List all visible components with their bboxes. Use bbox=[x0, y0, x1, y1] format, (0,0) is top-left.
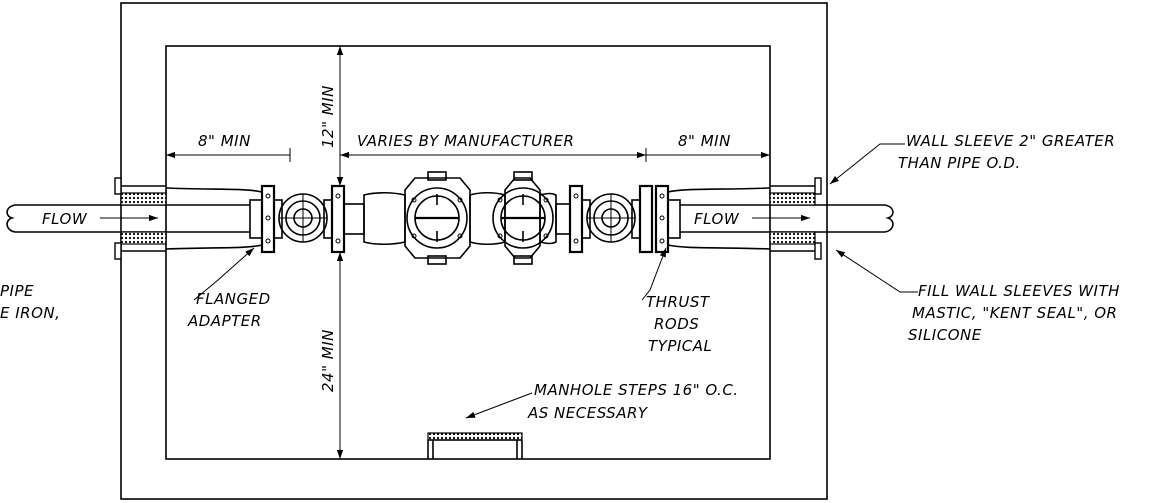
callout-thrust-rods: THRUST RODS TYPICAL bbox=[641, 247, 712, 355]
flanged-line-2: ADAPTER bbox=[187, 312, 262, 330]
fill-sleeve-line-3: SILICONE bbox=[908, 326, 982, 344]
right-wall-sleeve bbox=[769, 177, 822, 260]
left-wall-sleeve bbox=[114, 177, 167, 260]
flow-arrow-left: FLOW bbox=[42, 210, 158, 228]
callout-flanged-adapter: FLANGED ADAPTER bbox=[187, 247, 271, 330]
callout-manhole-steps: MANHOLE STEPS 16" O.C. AS NECESSARY bbox=[465, 381, 739, 422]
manhole-steps bbox=[427, 432, 523, 459]
vault-outer-wall bbox=[120, 2, 828, 500]
pipe-line-1: PIPE bbox=[0, 282, 34, 300]
wall-sleeve-line-2: THAN PIPE O.D. bbox=[898, 154, 1021, 172]
flow-arrow-right: FLOW bbox=[694, 210, 810, 228]
check-valve-body-1 bbox=[404, 171, 471, 265]
callout-fill-sleeves: FILL WALL SLEEVES WITH MASTIC, "KENT SEA… bbox=[835, 249, 1120, 344]
flow-left-label: FLOW bbox=[42, 210, 88, 228]
dim-left-label: 8" MIN bbox=[198, 132, 251, 150]
dimension-bottom: 24" MIN bbox=[319, 252, 344, 459]
fill-sleeve-line-2: MASTIC, "KENT SEAL", OR bbox=[912, 304, 1117, 322]
dimension-center: VARIES BY MANUFACTURER bbox=[340, 132, 646, 159]
manhole-line-1: MANHOLE STEPS 16" O.C. bbox=[534, 381, 739, 399]
thrust-line-2: RODS bbox=[654, 315, 699, 333]
dimension-left: 8" MIN bbox=[166, 132, 291, 162]
dim-center-label: VARIES BY MANUFACTURER bbox=[357, 132, 574, 150]
dim-right-label: 8" MIN bbox=[678, 132, 731, 150]
thrust-line-1: THRUST bbox=[646, 293, 711, 311]
pipe-line-2: E IRON, bbox=[0, 304, 60, 322]
dim-top-label: 12" MIN bbox=[319, 85, 337, 148]
dimension-top: 12" MIN bbox=[319, 46, 344, 186]
wall-sleeve-line-1: WALL SLEEVE 2" GREATER bbox=[906, 132, 1115, 150]
right-gate-valve bbox=[568, 184, 654, 254]
flow-right-label: FLOW bbox=[694, 210, 740, 228]
flanged-line-1: FLANGED bbox=[196, 290, 271, 308]
check-valve-assembly bbox=[343, 171, 571, 265]
left-flanged-adapter bbox=[165, 184, 276, 254]
callout-pipe-material: PIPE E IRON, bbox=[0, 282, 60, 322]
dimension-right: 8" MIN bbox=[645, 132, 770, 162]
check-valve-body-2 bbox=[492, 171, 554, 265]
thrust-line-3: TYPICAL bbox=[648, 337, 712, 355]
dim-bottom-label: 24" MIN bbox=[319, 329, 337, 392]
left-gate-valve bbox=[273, 184, 346, 254]
callout-wall-sleeve: WALL SLEEVE 2" GREATER THAN PIPE O.D. bbox=[829, 132, 1115, 185]
vault-inner-wall bbox=[165, 45, 771, 460]
fill-sleeve-line-1: FILL WALL SLEEVES WITH bbox=[918, 282, 1120, 300]
manhole-line-2: AS NECESSARY bbox=[527, 404, 649, 422]
